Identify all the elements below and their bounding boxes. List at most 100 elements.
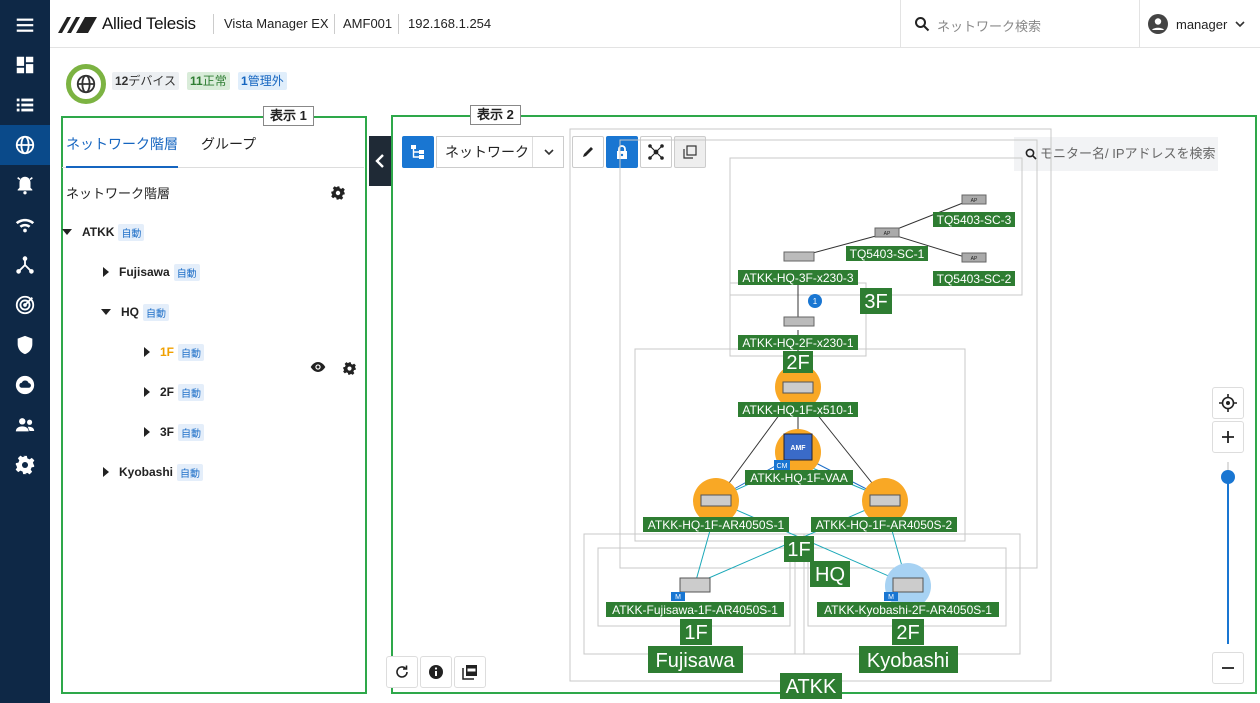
side-nav bbox=[0, 0, 50, 703]
tab-network-hierarchy[interactable]: ネットワーク階層 bbox=[66, 134, 178, 168]
eye-icon[interactable] bbox=[310, 361, 326, 373]
edit-button[interactable] bbox=[572, 136, 604, 168]
device-router-icon[interactable] bbox=[892, 577, 924, 593]
device-switch-icon[interactable]: AP bbox=[874, 227, 900, 238]
hierarchy-tabs: ネットワーク階層 グループ bbox=[62, 126, 364, 168]
node-label-vaa: ATKK-HQ-1F-VAA bbox=[750, 471, 848, 485]
expand-caret-icon[interactable] bbox=[103, 267, 109, 277]
node-label-ar1: ATKK-HQ-1F-AR4050S-1 bbox=[648, 518, 785, 532]
refresh-icon bbox=[396, 665, 408, 678]
menu-icon[interactable] bbox=[0, 5, 50, 45]
user-menu[interactable]: manager bbox=[1148, 0, 1245, 48]
layout-button[interactable] bbox=[640, 136, 672, 168]
dashboard-icon[interactable] bbox=[0, 45, 50, 85]
lock-button[interactable] bbox=[606, 136, 638, 168]
tab-group[interactable]: グループ bbox=[201, 136, 257, 152]
topology-icon[interactable] bbox=[0, 245, 50, 285]
collapse-panel-button[interactable] bbox=[369, 136, 391, 186]
tree-node-label: 3F bbox=[160, 425, 175, 439]
device-vaa-icon[interactable]: AMF bbox=[783, 433, 813, 461]
area-label-fujisawa-1f: 1F bbox=[684, 622, 707, 644]
node-labels: TQ5403-SC-3 TQ5403-SC-1 TQ5403-SC-2 ATKK… bbox=[606, 212, 1015, 617]
chevron-left-icon bbox=[375, 154, 384, 168]
monitor-search-input[interactable]: モニター名/ IPアドレスを検索 bbox=[1014, 137, 1218, 171]
tree-node-1f[interactable]: 1F 自動 bbox=[144, 342, 205, 362]
cloud-icon[interactable] bbox=[0, 365, 50, 405]
wireless-icon[interactable] bbox=[0, 205, 50, 245]
zoom-track[interactable] bbox=[1221, 462, 1235, 644]
area-label-atkk: ATKK bbox=[786, 676, 837, 698]
settings-gear-icon[interactable] bbox=[0, 445, 50, 485]
node-label-x230-2f: ATKK-HQ-2F-x230-1 bbox=[742, 336, 853, 350]
user-name: manager bbox=[1176, 16, 1228, 32]
expand-caret-icon[interactable] bbox=[144, 387, 150, 397]
device-switch-icon[interactable]: AP bbox=[961, 194, 987, 205]
plus-icon bbox=[1222, 431, 1234, 443]
tree-node-atkk[interactable]: ATKK 自動 bbox=[62, 222, 145, 242]
export-pdf-button[interactable] bbox=[454, 656, 486, 688]
radar-icon[interactable] bbox=[0, 285, 50, 325]
pdf-icon bbox=[462, 665, 477, 680]
copy-button[interactable] bbox=[674, 136, 706, 168]
expand-caret-icon[interactable] bbox=[144, 347, 150, 357]
expand-caret-icon[interactable] bbox=[103, 467, 109, 477]
zoom-slider-handle[interactable] bbox=[1221, 470, 1235, 485]
brand-name: Allied Telesis bbox=[102, 14, 196, 33]
node-gear-icon[interactable] bbox=[342, 361, 357, 376]
expand-caret-icon[interactable] bbox=[62, 229, 72, 235]
node-label-tq2: TQ5403-SC-2 bbox=[937, 272, 1012, 286]
scatter-nodes-icon bbox=[648, 144, 664, 160]
zoom-fill bbox=[1227, 477, 1229, 644]
tree-node-label: 1F bbox=[160, 345, 175, 359]
zoom-in-button[interactable] bbox=[1212, 421, 1244, 453]
device-switch-icon[interactable]: AP bbox=[961, 252, 987, 263]
device-router-icon[interactable] bbox=[679, 577, 711, 593]
tree-node-2f[interactable]: 2F 自動 bbox=[144, 382, 205, 402]
view-select[interactable]: ネットワーク bbox=[436, 136, 564, 168]
node-label-tq1: TQ5403-SC-1 bbox=[850, 247, 925, 261]
link bbox=[807, 402, 885, 499]
callout-right-label: 表示 2 bbox=[470, 105, 521, 125]
tree-node-kyobashi[interactable]: Kyobashi 自動 bbox=[103, 462, 204, 482]
alarm-icon[interactable] bbox=[0, 165, 50, 205]
device-switch-icon[interactable] bbox=[783, 251, 815, 262]
crosshair-icon bbox=[1219, 394, 1237, 412]
network-search-input[interactable]: ネットワーク検索 bbox=[900, 0, 1140, 48]
area-label-hq: HQ bbox=[815, 564, 845, 586]
area-labels: 3F 2F 1F HQ 1F 2F Fujisawa Kyobashi ATKK bbox=[648, 288, 958, 699]
device-router-icon[interactable] bbox=[700, 494, 732, 507]
auto-tag: 自動 bbox=[178, 423, 205, 441]
info-button[interactable] bbox=[420, 656, 452, 688]
locate-button[interactable] bbox=[1212, 387, 1244, 419]
zoom-out-button[interactable] bbox=[1212, 652, 1244, 684]
m-tag-box bbox=[884, 592, 898, 601]
ap-tag: AP bbox=[971, 256, 978, 262]
refresh-button[interactable] bbox=[386, 656, 418, 688]
amf-tag: AMF bbox=[790, 445, 806, 452]
device-switch-icon[interactable] bbox=[782, 381, 814, 394]
device-router-icon[interactable] bbox=[869, 494, 901, 507]
tree-node-3f[interactable]: 3F 自動 bbox=[144, 422, 205, 442]
auto-tag: 自動 bbox=[178, 383, 205, 401]
panel-title: ネットワーク階層 bbox=[66, 186, 171, 201]
device-switch-icon[interactable] bbox=[783, 316, 815, 327]
allied-telesis-logo-icon bbox=[58, 17, 97, 33]
pencil-icon bbox=[583, 147, 593, 157]
tree-node-fujisawa[interactable]: Fujisawa 自動 bbox=[103, 262, 200, 282]
expand-caret-icon[interactable] bbox=[101, 309, 111, 315]
expand-caret-icon[interactable] bbox=[144, 427, 150, 437]
search-icon bbox=[915, 17, 930, 32]
m-tag-box bbox=[671, 592, 685, 601]
tree-node-hq[interactable]: HQ 自動 bbox=[101, 302, 169, 322]
network-globe-icon[interactable] bbox=[0, 125, 50, 165]
auto-tag: 自動 bbox=[178, 343, 205, 361]
tree-node-label: ATKK bbox=[82, 225, 115, 239]
users-icon[interactable] bbox=[0, 405, 50, 445]
gear-icon[interactable] bbox=[330, 185, 346, 201]
list-icon[interactable] bbox=[0, 85, 50, 125]
hierarchy-view-button[interactable] bbox=[402, 136, 434, 168]
view-select-value: ネットワーク bbox=[437, 137, 533, 167]
link bbox=[886, 232, 969, 259]
shield-icon[interactable] bbox=[0, 325, 50, 365]
